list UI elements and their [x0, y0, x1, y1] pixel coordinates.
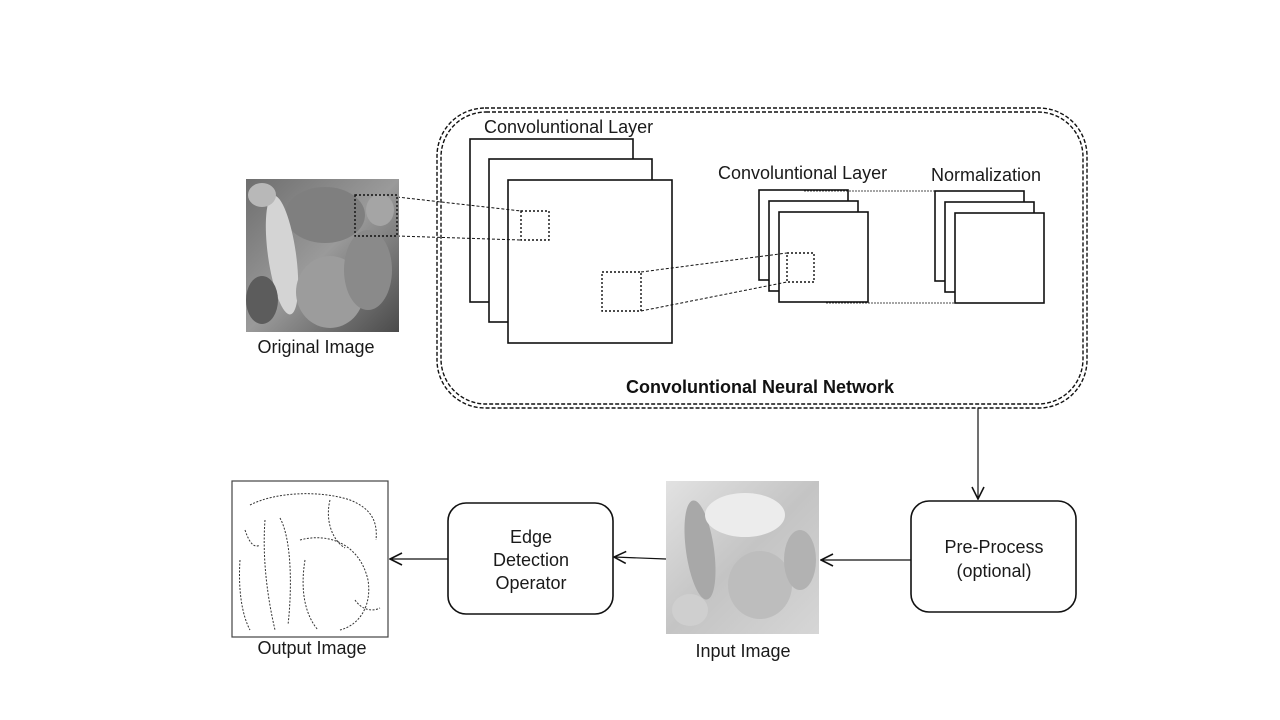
projection-line-1a: [396, 196, 522, 212]
conv-layer-2-stack: [758, 189, 869, 303]
preprocess-box: Pre-Process (optional): [910, 500, 1077, 613]
input-image: [666, 481, 819, 634]
receptive-field-2: [601, 271, 642, 312]
arrow-input-to-edge: [614, 557, 667, 559]
receptive-field-3: [786, 252, 815, 283]
projection-line-1b: [396, 235, 522, 241]
original-image: [246, 179, 399, 332]
cnn-container: [436, 107, 1088, 409]
cnn-label: Convoluntional Neural Network: [626, 377, 895, 397]
preprocess-line-1: Pre-Process: [944, 537, 1043, 557]
receptive-field-1: [520, 210, 550, 241]
edge-line-3: Operator: [495, 573, 566, 593]
output-image: [231, 480, 389, 638]
edge-detection-box: Edge Detection Operator: [447, 502, 614, 615]
original-image-label: Original Image: [257, 337, 374, 357]
input-image-label: Input Image: [695, 641, 790, 661]
conv-layer-2-label: Convoluntional Layer: [718, 163, 887, 183]
normalization-stack: [934, 190, 1045, 304]
original-image-patch: [354, 194, 398, 237]
preprocess-line-2: (optional): [956, 561, 1031, 581]
normalization-label: Normalization: [931, 165, 1041, 185]
conv-layer-1-label: Convoluntional Layer: [484, 117, 653, 137]
projection-line-2a: [640, 252, 788, 273]
conv-layer-1-stack: [469, 138, 673, 344]
output-image-label: Output Image: [257, 638, 366, 658]
edge-line-2: Detection: [493, 550, 569, 570]
edge-line-1: Edge: [510, 527, 552, 547]
